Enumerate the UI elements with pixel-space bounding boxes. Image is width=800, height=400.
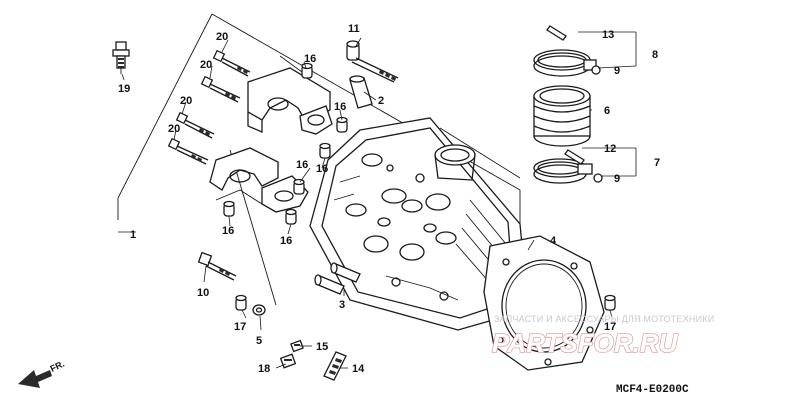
stud-pin — [323, 351, 347, 381]
callout-20-c: 20 — [180, 95, 192, 107]
cam-holder-bolts — [167, 49, 251, 165]
callout-17-right: 17 — [604, 321, 616, 333]
callout-9-upper: 9 — [614, 65, 620, 77]
flange-bolt — [197, 251, 237, 281]
dowel-pins-lower — [235, 294, 616, 311]
front-arrow-icon — [18, 370, 52, 388]
callout-16-d: 16 — [316, 163, 328, 175]
callout-4: 4 — [550, 235, 557, 247]
callout-16-c: 16 — [296, 159, 308, 171]
callout-labels: 1 2 3 4 5 6 7 8 9 9 10 11 12 13 14 15 16… — [118, 23, 660, 375]
callout-19: 19 — [118, 83, 130, 95]
callout-3: 3 — [339, 299, 345, 311]
insulator-clamp-lower — [533, 149, 593, 184]
camshaft-holder-lower — [209, 147, 309, 213]
front-label: FR. — [49, 359, 66, 374]
front-direction-marker: FR. — [18, 359, 66, 388]
callout-20-a: 20 — [216, 31, 228, 43]
callout-5: 5 — [256, 335, 262, 347]
callout-6: 6 — [604, 105, 610, 117]
callout-12: 12 — [604, 143, 616, 155]
watermark-tagline: ЗАПЧАСТИ И АКСЕССУАРЫ ДЛЯ МОТОТЕХНИКИ — [494, 314, 714, 324]
watermark-brand: PARTSFOR.RU — [492, 328, 679, 358]
callout-14: 14 — [352, 363, 365, 375]
callout-16-e: 16 — [222, 225, 234, 237]
guide-pins — [314, 262, 361, 295]
oil-pipe — [349, 75, 373, 109]
callout-17-left: 17 — [234, 321, 246, 333]
stud-bolt — [346, 40, 399, 83]
callout-9-lower: 9 — [614, 173, 620, 185]
camshaft-holder-upper — [247, 67, 333, 135]
insulator-clamp-upper — [533, 25, 597, 77]
carburetor-insulator — [533, 85, 591, 147]
callout-2: 2 — [378, 95, 384, 107]
callout-11: 11 — [348, 23, 360, 35]
head-gasket — [483, 235, 605, 371]
sealing-washer — [252, 304, 266, 316]
diagram-code: MCF4-E0200C — [616, 384, 689, 396]
callout-20-b: 20 — [200, 59, 212, 71]
head-assembly-frame — [117, 13, 521, 306]
callout-7: 7 — [654, 157, 660, 169]
callout-16-b: 16 — [334, 101, 346, 113]
watermark: ЗАПЧАСТИ И АКСЕССУАРЫ ДЛЯ МОТОТЕХНИКИ PA… — [491, 314, 714, 359]
callout-20-d: 20 — [168, 123, 180, 135]
banjo-fitting — [279, 353, 297, 369]
callout-10: 10 — [197, 287, 209, 299]
clamp-screws — [591, 65, 603, 183]
callout-15: 15 — [316, 341, 328, 353]
callout-18: 18 — [258, 363, 270, 375]
callout-16-a: 16 — [304, 53, 316, 65]
callout-16-f: 16 — [280, 235, 292, 247]
callout-13: 13 — [602, 29, 614, 41]
leader-lines — [118, 31, 637, 369]
oil-orifice — [290, 339, 304, 353]
cylinder-head — [309, 117, 529, 331]
spark-plug — [112, 41, 130, 74]
callout-1: 1 — [130, 229, 136, 241]
callout-8: 8 — [652, 49, 658, 61]
